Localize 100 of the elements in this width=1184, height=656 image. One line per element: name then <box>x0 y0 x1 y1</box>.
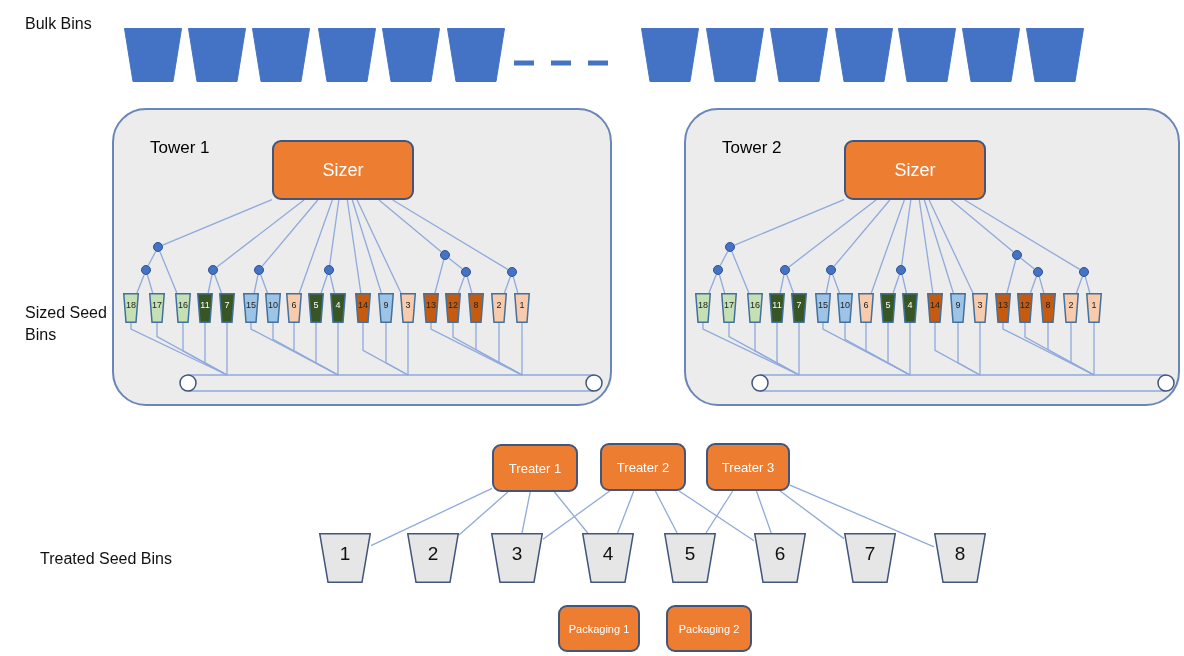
seed-bin <box>514 293 530 323</box>
seed-bin <box>721 293 737 323</box>
treated-seed-bin <box>934 533 986 583</box>
connector-line <box>901 274 908 294</box>
connector-line <box>918 199 934 294</box>
bulk-bin <box>706 28 764 82</box>
process-box: Packaging 2 <box>666 605 752 652</box>
distributor-node <box>440 250 450 260</box>
connector-line <box>503 276 511 294</box>
treated-seed-bin <box>582 533 634 583</box>
treated-seed-bin <box>664 533 716 583</box>
seed-bin <box>880 293 896 323</box>
bulk-bin <box>447 28 505 82</box>
conveyor-belt <box>750 373 1176 393</box>
seed-bin <box>858 293 874 323</box>
connector-line <box>147 250 157 267</box>
connector-line <box>542 490 611 540</box>
bin-number: 17 <box>151 300 163 310</box>
connector-line <box>1070 322 1095 376</box>
connector-line <box>923 199 954 294</box>
connector-line <box>892 274 901 294</box>
treated-seed-bin <box>491 533 543 583</box>
bin-number: 11 <box>199 300 211 310</box>
connector-line <box>1075 276 1083 294</box>
bin-number: 14 <box>929 300 941 310</box>
seed-bin <box>123 293 139 323</box>
connector-line <box>928 199 974 294</box>
bin-number: 1 <box>518 300 526 310</box>
distributor-node <box>1033 267 1043 277</box>
bin-number: 6 <box>773 543 787 565</box>
seed-bin <box>1063 293 1079 323</box>
connector-line <box>351 199 382 294</box>
bin-number: 9 <box>954 300 962 310</box>
seed-bin <box>330 293 346 323</box>
connector-line <box>392 199 509 271</box>
connector-line <box>789 484 935 548</box>
bulk-bin <box>124 28 182 82</box>
bulk-bin <box>770 28 828 82</box>
bin-number: 8 <box>472 300 480 310</box>
bin-number: 8 <box>953 543 967 565</box>
seed-bin <box>769 293 785 323</box>
bin-number: 18 <box>697 300 709 310</box>
bin-number: 4 <box>601 543 615 565</box>
seed-bin <box>149 293 165 323</box>
connector-line <box>654 490 678 534</box>
bin-number: 6 <box>290 300 298 310</box>
bin-number: 7 <box>795 300 803 310</box>
connector-line <box>909 322 911 376</box>
conveyor-belt <box>178 373 604 393</box>
bin-number: 1 <box>338 543 352 565</box>
connector-line <box>521 322 523 376</box>
distributor-node <box>1012 250 1022 260</box>
connector-line <box>798 322 800 376</box>
process-box: Packaging 1 <box>558 605 640 652</box>
seed-bin <box>445 293 461 323</box>
seed-bin <box>468 293 484 323</box>
distributor-node <box>254 265 264 275</box>
distributor-node <box>826 265 836 275</box>
seed-bin <box>265 293 281 323</box>
treated-seed-bin <box>407 533 459 583</box>
connector-line <box>458 491 509 536</box>
process-box: Treater 1 <box>492 444 578 492</box>
connector-line <box>825 274 831 294</box>
seed-bin <box>491 293 507 323</box>
bin-number: 10 <box>267 300 279 310</box>
bin-number: 5 <box>884 300 892 310</box>
bin-number: 4 <box>906 300 914 310</box>
connector-line <box>1084 276 1091 294</box>
connector-line <box>833 199 891 267</box>
connector-line <box>261 199 319 267</box>
connector-line <box>161 198 273 246</box>
distributor-node <box>461 267 471 277</box>
connector-line <box>356 199 402 294</box>
tower-panel <box>112 108 612 406</box>
distributor-node <box>713 265 723 275</box>
seed-bin <box>378 293 394 323</box>
connector-line <box>1006 259 1017 294</box>
bin-number: 2 <box>426 543 440 565</box>
connector-line <box>385 322 409 376</box>
connector-line <box>298 199 333 294</box>
distributor-node <box>507 267 517 277</box>
connector-line <box>136 274 145 294</box>
connector-line <box>733 198 845 246</box>
bin-number: 13 <box>425 300 437 310</box>
process-box: Treater 2 <box>600 443 686 491</box>
connector-line <box>957 322 981 376</box>
seed-bin <box>837 293 853 323</box>
bin-number: 5 <box>683 543 697 565</box>
connector-line <box>678 490 755 542</box>
bulk-bin <box>382 28 440 82</box>
seed-bin <box>355 293 371 323</box>
connector-line <box>901 199 912 266</box>
section-label: Sized Seed Bins <box>25 303 108 345</box>
connector-line <box>434 259 445 294</box>
bin-number: 11 <box>771 300 783 310</box>
connector-line <box>776 322 800 376</box>
connector-line <box>731 251 750 294</box>
seed-bin <box>927 293 943 323</box>
distributor-node <box>208 265 218 275</box>
bulk-bin <box>318 28 376 82</box>
